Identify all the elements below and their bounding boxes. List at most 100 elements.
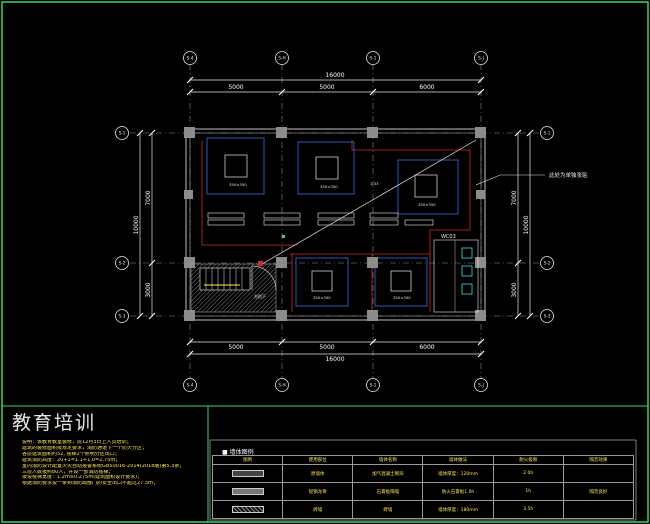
legend-cell: 防火石膏板1.0h	[422, 482, 494, 501]
ceiling-fixture-2	[315, 156, 339, 180]
wall-swatch-hatch	[231, 506, 264, 513]
axis-label-bottom-3: S-1	[370, 383, 377, 388]
axis-bubble-right-2	[540, 256, 554, 270]
legend-cell: 加气混凝土砌块	[352, 464, 424, 483]
dim-right-overall: 10000	[523, 215, 530, 234]
diagonal-leader	[261, 139, 477, 265]
wc-area	[433, 239, 479, 313]
room-label-5: 350×350	[393, 295, 411, 300]
dim-left-span-2: 3000	[145, 282, 152, 297]
equipment-zone-1	[206, 137, 265, 195]
center-mark: 1:33	[370, 181, 379, 186]
axis-label-right-2: S-2	[544, 261, 551, 266]
stair-door-swing	[251, 265, 277, 291]
wc-fixtures	[461, 247, 473, 295]
axis-bubble-top-3	[366, 51, 380, 65]
room-label-3: 350×350	[418, 202, 436, 207]
dim-bottom-span-3: 6000	[419, 344, 434, 351]
axis-bubble-top-2	[275, 51, 289, 65]
legend-cell: 砖墙	[282, 500, 354, 519]
stair-well	[199, 267, 251, 291]
axis-label-top-3: S-1	[370, 56, 377, 61]
axis-bubble-right-1	[540, 126, 554, 140]
axis-label-left-2: S-2	[119, 261, 126, 266]
legend-row: 原墙体 加气混凝土砌块 墙体厚度：120mm 2.0h	[211, 464, 635, 483]
dim-overall-bottom: 16000	[325, 356, 344, 363]
axis-label-right-1: S-1	[544, 131, 551, 136]
legend-row: 轻钢龙骨 石膏板隔墙 防火石膏板1.0h 1h 隔音良好	[211, 482, 635, 501]
legend-title: ■ 墙体图例	[222, 447, 254, 456]
ceiling-fixture-1	[224, 154, 248, 178]
equipment-zone-4	[295, 257, 349, 307]
wall-legend-table: 图例 使用部位 墙体名称 墙体做法 耐火极限 隔音效果 原墙体 加气混凝土砌块 …	[211, 455, 635, 519]
legend-cell: 墙体厚度：120mm	[422, 464, 494, 483]
legend-swatch-cell	[211, 500, 284, 519]
legend-header-cell: 图例	[211, 455, 284, 465]
ceiling-fixture-4	[311, 270, 333, 292]
structural-columns	[184, 127, 486, 321]
dim-left-span-1: 7000	[145, 190, 152, 205]
note-line: 三层人数按照80人，并设一部消防楼梯；	[22, 469, 114, 475]
note-line: 按设楼梯宽度：1.2m≥0.275m(建筑面积设计要求)；	[22, 475, 143, 481]
axis-bubble-left-2	[115, 256, 129, 270]
dim-top-span-1: 5000	[228, 84, 243, 91]
room-label-1: 350×350	[229, 182, 247, 187]
dim-bottom-span-2: 5000	[319, 344, 334, 351]
legend-cell: 轻钢龙骨	[282, 482, 354, 501]
legend-title-text: 墙体图例	[229, 449, 254, 456]
callout-text: 此处为单独张贴	[549, 171, 588, 179]
legend-cell: 2.0h	[492, 464, 564, 483]
legend-swatch-cell	[211, 464, 284, 483]
note-line: 根据消防要求设一条到消防疏散门的安全出口不超过27.5m；	[22, 481, 159, 487]
dim-left-overall: 10000	[133, 215, 140, 234]
dim-top-span-3: 6000	[419, 84, 434, 91]
axis-bubble-right-3	[540, 309, 554, 323]
axis-label-bottom-1: S-4	[187, 383, 194, 388]
axis-bubble-top-4	[474, 51, 488, 65]
ceiling-fixture-5	[390, 270, 412, 292]
exterior-walls	[185, 128, 486, 321]
note-line: 室内消防设计配置火灾自动报警系统GB50016-2014(2018版)第5.3条…	[22, 463, 185, 469]
legend-cell: 原墙体	[282, 464, 354, 483]
axis-label-top-2: S-H	[278, 56, 285, 61]
axis-bubble-bottom-1	[183, 378, 197, 392]
room-label-2: 350×350	[320, 184, 338, 189]
legend-header-cell: 使用部位	[282, 455, 354, 465]
stair-treads	[205, 268, 243, 290]
design-notes: 说明：该教育教室装修，层12月3日上人员培训； 建筑的装修面积按规定要求，消防通…	[22, 440, 207, 487]
axis-bubble-left-1	[115, 126, 129, 140]
dim-overall-top: 16000	[325, 72, 344, 79]
axis-label-bottom-2: S-H	[278, 383, 285, 388]
legend-cell: 3.5h	[492, 500, 564, 519]
legend-cell: 隔音良好	[562, 482, 635, 501]
callout-leader	[475, 174, 545, 186]
dimension-lines	[136, 76, 534, 358]
axis-label-top-1: S-4	[187, 56, 194, 61]
equipment-zone-5	[374, 257, 428, 307]
dim-bottom-span-1: 5000	[228, 344, 243, 351]
wall-swatch-gray	[231, 488, 264, 495]
legend-header-cell: 耐火极限	[492, 455, 564, 465]
legend-cell	[562, 464, 635, 483]
axis-bubble-left-3	[115, 309, 129, 323]
legend-bullet-icon: ■	[222, 449, 230, 456]
legend-cell: 石膏板隔墙	[352, 482, 424, 501]
red-partitions	[201, 140, 471, 312]
dim-top-span-2: 5000	[319, 84, 334, 91]
green-marker	[282, 235, 285, 238]
axis-label-right-3: S-3	[544, 314, 551, 319]
ceiling-fixture-3	[414, 174, 438, 198]
legend-cell: 砖墙	[352, 500, 424, 519]
note-line: 建筑的装修面积按规定要求，消防通道下一个防火分区；	[22, 445, 148, 451]
axis-bubble-bottom-2	[275, 378, 289, 392]
axis-label-bottom-4: S-J	[478, 383, 484, 388]
desk-rows	[207, 212, 434, 226]
axis-bubble-bottom-4	[474, 378, 488, 392]
legend-header-cell: 墙体做法	[422, 455, 494, 465]
note-line: 说明：该教育教室装修，层12月3日上人员培训；	[22, 440, 132, 445]
legend-header-cell: 隔音效果	[562, 455, 635, 465]
legend-header-cell: 墙体名称	[352, 455, 424, 465]
dim-right-span-1: 7000	[511, 190, 518, 205]
dim-right-span-2: 3000	[511, 282, 518, 297]
